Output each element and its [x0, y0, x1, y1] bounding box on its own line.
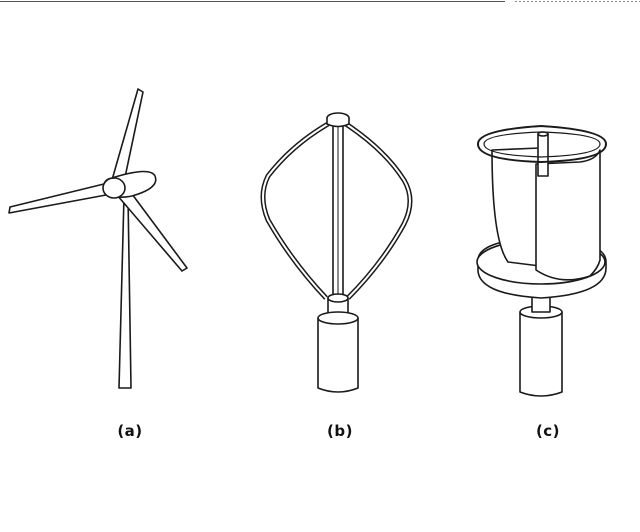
savonius-turbine-drawing: [477, 126, 606, 396]
turbine-blade-upper: [112, 89, 143, 182]
turbine-tower: [119, 196, 131, 388]
panel-label-a: (a): [100, 422, 160, 440]
panel-label-c: (c): [518, 422, 578, 440]
savonius-base: [520, 312, 562, 396]
panel-label-b: (b): [310, 422, 370, 440]
darrieus-base: [318, 318, 358, 392]
turbine-blade-left: [9, 183, 108, 213]
horizontal-axis-turbine-drawing: [9, 89, 187, 388]
savonius-shaft: [538, 134, 548, 176]
darrieus-blade: [263, 124, 328, 298]
darrieus-turbine-drawing: [263, 113, 410, 392]
